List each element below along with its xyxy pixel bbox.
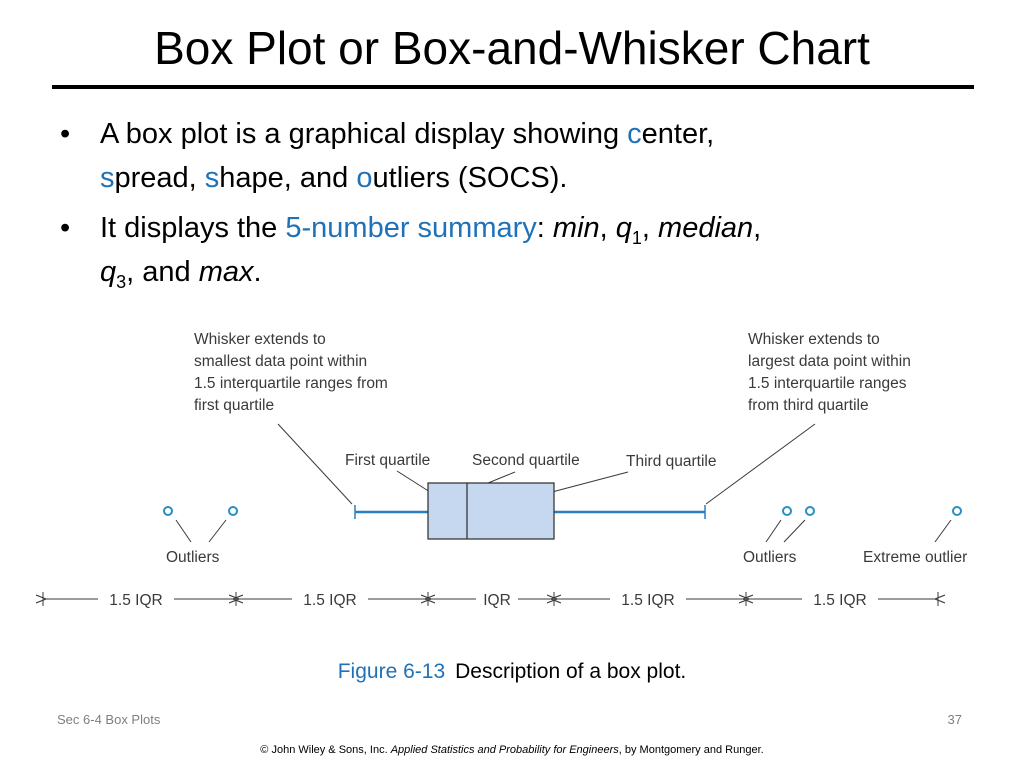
extreme-outlier-label: Extreme outlier <box>863 549 967 566</box>
footer-section: Sec 6-4 Box Plots <box>57 712 161 727</box>
note-line: Whisker extends to <box>748 331 880 348</box>
bullet-line: It displays the 5-number summary: min, q… <box>100 206 960 250</box>
figure-number: Figure 6-13 <box>337 660 446 683</box>
highlight-letter-c: c <box>627 118 642 150</box>
left-whisker-leader <box>277 423 353 505</box>
extreme-outlier-point <box>952 506 962 516</box>
term-q3-subscript: 3 <box>116 271 127 292</box>
copyright-notice: © John Wiley & Sons, Inc. Applied Statis… <box>0 744 1024 756</box>
copyright-text: , by Montgomery and Runger. <box>618 744 764 756</box>
highlight-letter-s: s <box>100 162 115 194</box>
bullet-line: spread, shape, and outliers (SOCS). <box>100 156 960 200</box>
note-line: Whisker extends to <box>194 331 326 348</box>
outlier-point <box>782 506 792 516</box>
bullet-text: , and <box>126 256 199 288</box>
copyright-text: © John Wiley & Sons, Inc. <box>260 744 391 756</box>
bullet-text: enter, <box>641 118 715 150</box>
figure-description: Description of a box plot. <box>455 660 687 683</box>
outlier-leader <box>175 519 192 543</box>
bullet-list: • A box plot is a graphical display show… <box>60 112 960 300</box>
bullet-item-socs: • A box plot is a graphical display show… <box>60 112 960 200</box>
outlier-leader <box>208 519 227 543</box>
second-quartile-label: Second quartile <box>472 452 580 469</box>
iqr-scale <box>43 592 938 606</box>
term-median: median <box>658 212 754 244</box>
term-q1: q <box>615 212 632 244</box>
bullet-item-five-number-summary: • It displays the 5-number summary: min,… <box>60 206 960 294</box>
note-line: first quartile <box>194 397 274 414</box>
left-whisker-note: Whisker extends to smallest data point w… <box>194 331 392 414</box>
bullet-line: q3, and max. <box>100 250 960 294</box>
bullet-text: A box plot is a graphical display showin… <box>100 118 628 150</box>
term-min: min <box>552 212 600 244</box>
box-plot-diagram: Whisker extends to smallest data point w… <box>0 331 967 609</box>
bullet-text: , <box>641 212 659 244</box>
highlight-letter-s: s <box>204 162 220 194</box>
bullet-marker: • <box>60 212 71 244</box>
third-quartile-label: Third quartile <box>626 453 716 470</box>
bullet-text: pread, <box>114 162 205 194</box>
scale-label: IQR <box>483 592 511 609</box>
bullet-text: utliers (SOCS). <box>372 162 568 194</box>
third-quartile-leader <box>551 471 629 493</box>
outlier-leader <box>765 519 782 543</box>
bullet-text: , <box>753 212 762 244</box>
highlight-letter-o: o <box>356 162 373 194</box>
five-number-summary-term: 5-number summary <box>285 212 537 244</box>
book-title: Applied Statistics and Probability for E… <box>390 744 619 756</box>
note-line: 1.5 interquartile ranges <box>748 375 907 392</box>
bullet-line: A box plot is a graphical display showin… <box>100 112 960 156</box>
figure-caption: Figure 6-13 Description of a box plot. <box>0 658 1024 686</box>
term-max: max <box>198 256 254 288</box>
scale-label: 1.5 IQR <box>813 592 866 609</box>
bullet-text: . <box>253 256 262 288</box>
first-quartile-leader <box>396 470 431 493</box>
first-quartile-label: First quartile <box>345 452 430 469</box>
right-whisker-note: Whisker extends to largest data point wi… <box>748 331 915 414</box>
bullet-marker: • <box>60 118 71 150</box>
scale-label: 1.5 IQR <box>109 592 162 609</box>
outlier-leader <box>783 519 806 543</box>
term-q3: q <box>100 256 117 288</box>
outlier-point <box>228 506 238 516</box>
bullet-text: , <box>599 212 616 244</box>
outlier-point <box>163 506 173 516</box>
scale-label: 1.5 IQR <box>303 592 356 609</box>
bullet-text: hape, and <box>219 162 357 194</box>
note-line: smallest data point within <box>194 353 367 370</box>
note-line: 1.5 interquartile ranges from <box>194 375 388 392</box>
bullet-text: : <box>536 212 553 244</box>
scale-label: 1.5 IQR <box>621 592 674 609</box>
outlier-point <box>805 506 815 516</box>
title-divider <box>52 85 974 89</box>
slide-title: Box Plot or Box-and-Whisker Chart <box>154 22 870 74</box>
outliers-left-label: Outliers <box>166 549 220 566</box>
note-line: from third quartile <box>748 397 869 414</box>
term-q1-subscript: 1 <box>631 227 642 248</box>
slide-number: 37 <box>947 712 962 727</box>
iqr-box <box>427 482 555 540</box>
note-line: largest data point within <box>748 353 911 370</box>
outliers-right-label: Outliers <box>743 549 797 566</box>
right-whisker-leader <box>705 423 816 505</box>
extreme-outlier-leader <box>934 519 952 543</box>
bullet-text: It displays the <box>100 212 286 244</box>
